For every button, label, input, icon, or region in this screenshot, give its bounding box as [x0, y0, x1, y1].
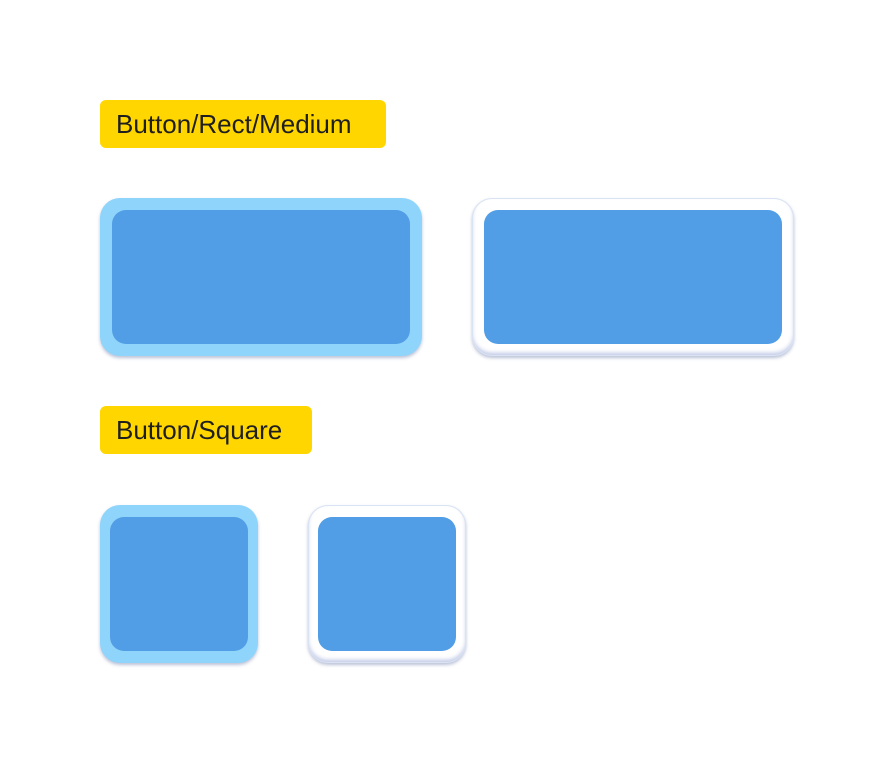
square-button-light-frame[interactable]: [100, 505, 258, 663]
square-button-white-frame[interactable]: [308, 505, 466, 663]
button-face: [112, 210, 410, 344]
section-label-rect-medium: Button/Rect/Medium: [100, 100, 386, 148]
section-label-square: Button/Square: [100, 406, 312, 454]
rect-medium-button-light-frame[interactable]: [100, 198, 422, 356]
button-face: [318, 517, 456, 651]
button-face: [484, 210, 782, 344]
button-face: [110, 517, 248, 651]
rect-medium-button-white-frame[interactable]: [472, 198, 794, 356]
